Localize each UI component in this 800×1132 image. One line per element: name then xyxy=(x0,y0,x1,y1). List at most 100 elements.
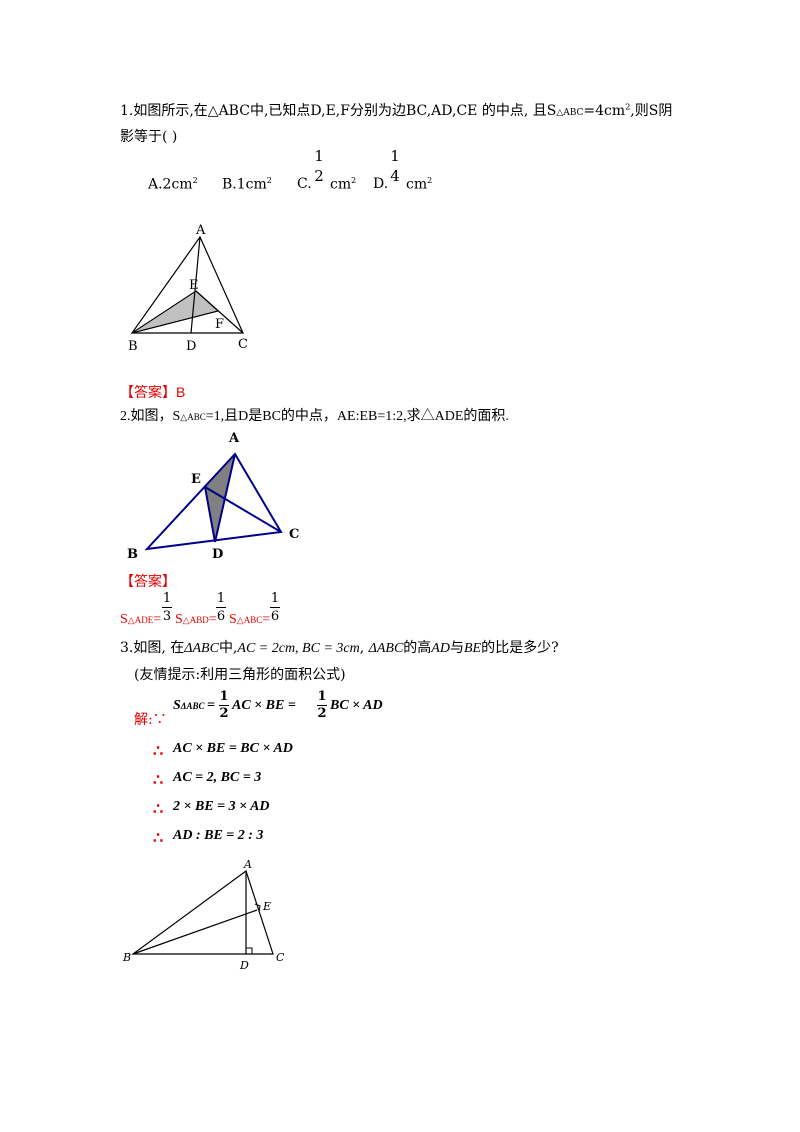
q3-label-b: B xyxy=(122,951,131,964)
q1-option-d-label: D. xyxy=(373,176,389,192)
q1-option-b-label: B.1cm xyxy=(222,176,267,193)
answer-2-frac1-den: 3 xyxy=(162,609,172,624)
answer-2-label: 【答案】 xyxy=(120,573,176,589)
q1-triangle-abc xyxy=(130,235,244,334)
q3-label-c: C xyxy=(276,951,285,964)
q1-line1-sup: 2 xyxy=(625,102,631,112)
answer-2-s2: S△ABD= xyxy=(175,612,217,628)
q3-text-ad: AD xyxy=(431,641,450,656)
q1-segment-ce xyxy=(195,290,244,334)
q2-label-e: E xyxy=(191,472,201,487)
q1-text-line2: 影等于( ) xyxy=(120,129,178,145)
answer-2-frac3-num: 1 xyxy=(270,591,280,606)
q2-text-sub: △ABC xyxy=(180,412,206,422)
q1-option-c-den: 2 xyxy=(314,167,324,185)
answer-2-s2-sub: △ABD xyxy=(182,615,209,625)
q1-option-d-cm: cm xyxy=(406,176,428,193)
answer-2-frac3-bar xyxy=(270,607,280,608)
answer-2-s1: S△ADE= xyxy=(120,612,161,628)
q3-eq4: 2 × BE = 3 × AD xyxy=(173,799,270,814)
q1-line1-main: 1.如图所示,在△ABC中,已知点D,E,F分别为边BC,AD,CE 的中点, … xyxy=(120,103,557,119)
q1-option-d-sup: 2 xyxy=(427,176,433,185)
q3-text-tri1: ΔABC xyxy=(184,641,219,656)
q2-text-pre: 2.如图，S xyxy=(120,409,181,424)
q3-right-angle-d xyxy=(246,947,253,954)
answer-2-s3-sub: △ABC xyxy=(236,615,263,625)
q3-triangle-abc xyxy=(131,870,274,955)
answer-2-frac2-den: 6 xyxy=(216,609,226,624)
answer-2-s1-eq: = xyxy=(153,612,162,627)
answer-2-frac2-num: 1 xyxy=(216,591,226,606)
q3-text-comma: , xyxy=(359,640,365,656)
answer-2-s3: S△ABC= xyxy=(229,612,270,628)
q1-label-f: F xyxy=(215,317,224,332)
q3-therefore-1: ∴ xyxy=(153,741,164,760)
answer-1: 【答案】B xyxy=(120,382,185,402)
q1-option-d-unit: cm2 xyxy=(406,176,432,193)
q1-option-d-den: 4 xyxy=(390,167,400,185)
answer-1-label: 【答案】 xyxy=(120,384,176,400)
answer-2-frac3-den: 6 xyxy=(270,609,280,624)
q1-text-line1: 1.如图所示,在△ABC中,已知点D,E,F分别为边BC,AD,CE 的中点, … xyxy=(120,100,672,120)
q3-eq2: AC × BE = BC × AD xyxy=(173,741,293,756)
answer-2-s3-s: S xyxy=(229,612,237,627)
q3-eq1-half-b: 1 2 xyxy=(317,690,327,721)
q3-eq1-half-b-den: 2 xyxy=(317,706,327,721)
q3-eq1-half-b-bar xyxy=(317,705,327,706)
q1-median-ad xyxy=(190,236,201,334)
q1-label-b: B xyxy=(128,339,138,354)
q1-option-d-fraction: 1 4 xyxy=(388,148,402,185)
q1-option-c-fraction: 1 2 xyxy=(312,148,326,185)
q2-label-c: C xyxy=(289,527,299,542)
q3-eq1-half-b-num: 1 xyxy=(317,689,327,704)
q1-option-c-label: C. xyxy=(297,176,312,192)
q2-text-post: =1,且D是BC的中点，AE:EB=1:2,求△ADE的面积. xyxy=(205,409,509,424)
q1-option-c-sup: 2 xyxy=(351,176,357,185)
q3-eq1-half-a-den: 2 xyxy=(219,706,229,721)
answer-2-s2-eq: = xyxy=(208,612,217,627)
answer-2-s1-sub: △ADE xyxy=(127,615,154,625)
q2-shaded-ade xyxy=(205,454,235,542)
q3-text-post2: 与 xyxy=(449,640,464,656)
q3-eq1-s-text: S xyxy=(173,698,181,713)
q3-eq3: AC = 2, BC = 3 xyxy=(173,770,262,785)
q3-text-pre: 3.如图, 在 xyxy=(120,640,185,656)
answer-2-frac2-bar xyxy=(216,607,226,608)
q1-segment-bf xyxy=(131,310,219,334)
q2-label-d: D xyxy=(212,547,223,562)
q3-eq1-eq: = xyxy=(207,698,215,713)
answer-2-s2-s: S xyxy=(175,612,183,627)
q1-option-c-unit: cm2 xyxy=(330,176,356,193)
q3-therefore-2: ∴ xyxy=(153,770,164,789)
q3-text-mid: 中, xyxy=(218,640,238,656)
q1-label-a: A xyxy=(195,223,206,238)
q3-text-be: BE xyxy=(463,641,482,656)
answer-2-frac1-num: 1 xyxy=(162,591,172,606)
q3-therefore-4: ∴ xyxy=(153,828,164,847)
q3-text-post1: 的高 xyxy=(403,640,432,656)
q3-eq1-s-sub: ΔABC xyxy=(180,701,205,711)
q3-label-e: E xyxy=(262,900,271,913)
q3-text-tri2: ΔABC xyxy=(368,641,404,656)
q3-right-angle-e xyxy=(254,903,261,913)
q1-option-b: B.1cm2 xyxy=(222,176,272,193)
q1-segment-be xyxy=(131,290,197,334)
q3-text-post3: 的比是多少? xyxy=(481,640,559,656)
answer-2-frac2: 1 6 xyxy=(216,591,226,624)
q1-option-c: C. xyxy=(297,176,312,192)
q3-eq5: AD : BE = 2 : 3 xyxy=(173,828,264,843)
q1-label-e: E xyxy=(189,278,199,293)
q3-eq1-part-b: BC × AD xyxy=(330,698,383,713)
answer-2-frac1-bar xyxy=(162,607,172,608)
q2-label-a: A xyxy=(228,431,240,446)
q3-eq1-part-a: AC × BE = xyxy=(232,698,296,713)
q1-option-a: A.2cm2 xyxy=(148,176,198,193)
q1-line1-sub: △ABC xyxy=(556,108,584,118)
q1-option-d: D. xyxy=(373,176,388,192)
q2-segment-ec xyxy=(204,486,282,533)
q2-label-b: B xyxy=(127,547,138,562)
answer-1-value: B xyxy=(176,384,186,400)
